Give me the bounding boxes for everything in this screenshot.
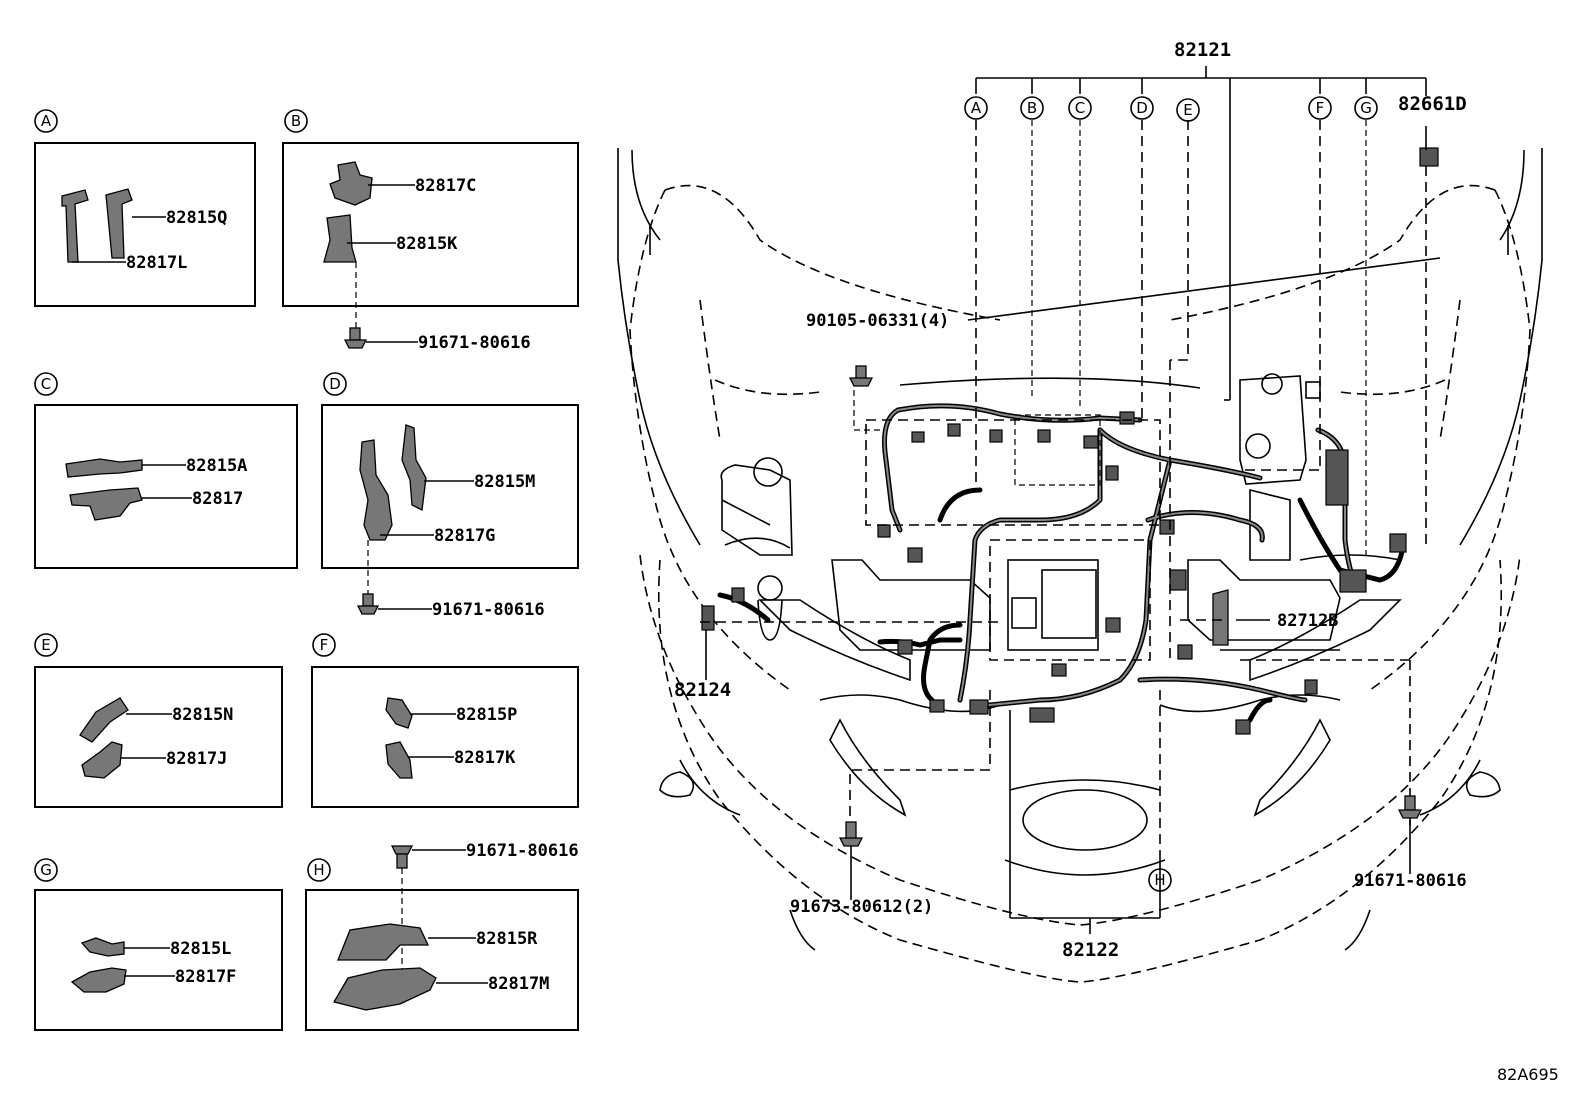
svg-text:C: C bbox=[1075, 99, 1085, 117]
svg-text:B: B bbox=[291, 112, 301, 130]
svg-text:D: D bbox=[329, 375, 341, 393]
callout-d-badge: D bbox=[323, 372, 347, 396]
svg-text:H: H bbox=[313, 861, 324, 879]
svg-text:A: A bbox=[41, 112, 52, 130]
part-label: 82815A bbox=[186, 456, 247, 476]
label-82661d: 82661D bbox=[1398, 93, 1467, 115]
label-82124: 82124 bbox=[674, 679, 731, 701]
bolt-icon bbox=[1397, 795, 1423, 819]
part-label: 91671-80616 bbox=[466, 841, 579, 861]
part-label: 82817G bbox=[434, 526, 495, 546]
part-82815p-icon bbox=[385, 697, 413, 779]
label-82712b: 82712B bbox=[1277, 611, 1338, 631]
top-callouts: A B C D E F G H bbox=[964, 96, 1378, 892]
part-label: 82815K bbox=[396, 234, 458, 254]
bolt-icon bbox=[356, 593, 380, 615]
callout-c-badge: C bbox=[34, 372, 58, 396]
part-82815n-icon bbox=[79, 697, 129, 779]
detail-box-d bbox=[321, 404, 579, 569]
label-91673: 91673-80612(2) bbox=[790, 897, 933, 917]
svg-text:E: E bbox=[1183, 101, 1192, 119]
callout-e-badge: E bbox=[34, 633, 58, 657]
callout-a-badge: A bbox=[34, 109, 58, 133]
part-82815r-icon bbox=[333, 923, 437, 1011]
part-label: 82815M bbox=[474, 472, 535, 492]
engine-components bbox=[720, 373, 1341, 651]
part-label: 82817L bbox=[126, 253, 187, 273]
part-label: 82815L bbox=[170, 939, 231, 959]
label-82122: 82122 bbox=[1062, 939, 1119, 961]
callout-h-badge: H bbox=[307, 858, 331, 882]
part-82815a-icon bbox=[65, 458, 143, 521]
wire-harness bbox=[701, 147, 1439, 735]
part-label: 82815N bbox=[172, 705, 233, 725]
part-label: 82815P bbox=[456, 705, 517, 725]
svg-text:B: B bbox=[1027, 99, 1037, 117]
svg-text:H: H bbox=[1154, 871, 1165, 889]
part-82815m-icon bbox=[359, 424, 427, 541]
svg-text:D: D bbox=[1136, 99, 1148, 117]
svg-text:A: A bbox=[971, 99, 982, 117]
bolt-icon bbox=[838, 821, 864, 847]
svg-text:C: C bbox=[41, 375, 51, 393]
part-label: 82817F bbox=[175, 967, 236, 987]
callout-g-badge: G bbox=[34, 858, 58, 882]
bolt-icon bbox=[390, 845, 414, 869]
label-90105: 90105-06331(4) bbox=[806, 311, 949, 331]
label-82121: 82121 bbox=[1174, 39, 1231, 61]
svg-text:G: G bbox=[1360, 99, 1372, 117]
svg-text:F: F bbox=[320, 636, 329, 654]
svg-text:F: F bbox=[1316, 99, 1325, 117]
detail-box-c bbox=[34, 404, 298, 569]
part-label: 91671-80616 bbox=[418, 333, 531, 353]
part-label: 82815R bbox=[476, 929, 538, 949]
part-label: 82817M bbox=[488, 974, 549, 994]
part-label: 82817 bbox=[192, 489, 243, 509]
part-82815l-icon bbox=[70, 937, 127, 993]
callout-lines bbox=[700, 66, 1441, 934]
part-label: 82817J bbox=[166, 749, 227, 769]
svg-text:G: G bbox=[40, 861, 52, 879]
detail-box-f bbox=[311, 666, 579, 808]
detail-box-g bbox=[34, 889, 283, 1031]
label-91671: 91671-80616 bbox=[1354, 871, 1467, 891]
callout-b-badge: B bbox=[284, 109, 308, 133]
bolt-icon bbox=[848, 365, 874, 387]
part-label: 82815Q bbox=[166, 208, 227, 228]
part-label: 82817C bbox=[415, 176, 476, 196]
svg-text:E: E bbox=[41, 636, 50, 654]
detail-box-e bbox=[34, 666, 283, 808]
drawing-id: 82A695 bbox=[1497, 1065, 1559, 1084]
part-label: 91671-80616 bbox=[432, 600, 545, 620]
part-82815q-icon bbox=[61, 188, 133, 263]
callout-f-badge: F bbox=[312, 633, 336, 657]
part-label: 82817K bbox=[454, 748, 516, 768]
bolt-icon bbox=[343, 327, 368, 349]
